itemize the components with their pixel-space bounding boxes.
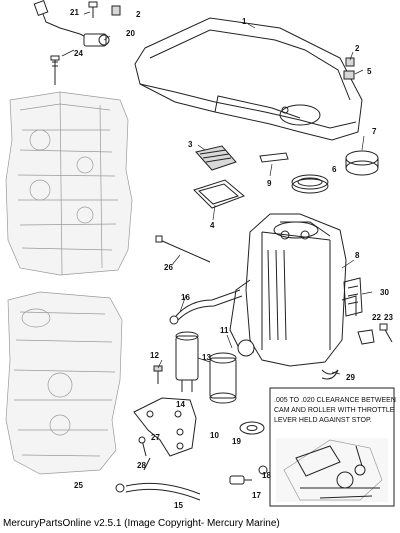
callout-23: 23	[384, 313, 393, 322]
callout-1: 1	[242, 17, 247, 26]
callout-7: 7	[372, 127, 377, 136]
strap-and-clip	[138, 436, 151, 471]
drain-hose	[115, 482, 201, 501]
long-bolt	[155, 235, 211, 263]
seal-ring	[291, 174, 329, 194]
foam-pad	[259, 152, 289, 163]
callout-15: 15	[174, 501, 183, 510]
callout-28: 28	[137, 461, 146, 470]
adapter-seal	[345, 150, 379, 176]
copyright-footer: MercuryPartsOnline v2.5.1 (Image Copyrig…	[3, 518, 280, 529]
callout-30: 30	[380, 288, 389, 297]
sensor-harness	[33, 0, 110, 85]
callout-4: 4	[210, 221, 215, 230]
gasket	[193, 179, 245, 209]
callout-21: 21	[70, 8, 79, 17]
engine-block-outline	[5, 91, 133, 276]
callout-5: 5	[367, 67, 372, 76]
callout-26: 26	[164, 263, 173, 272]
callout-14: 14	[176, 400, 185, 409]
callout-22: 22	[372, 313, 381, 322]
callout-6: 6	[332, 165, 337, 174]
small-bolt	[153, 365, 163, 384]
bracket	[343, 277, 363, 317]
clearance-note: .005 TO .020 CLEARANCE BETWEEN CAM AND R…	[274, 397, 396, 424]
exploded-parts-diagram: 1 2 2 3 4 5 6 7 8 9 10 11 12 13 14 15 16…	[5, 0, 396, 510]
throttle-body	[229, 213, 357, 367]
intake-manifold-outline	[5, 291, 123, 475]
note-line-2: CAM AND ROLLER WITH THROTTLE	[274, 407, 395, 414]
callout-labels: 1 2 2 3 4 5 6 7 8 9 10 11 12 13 14 15 16…	[70, 8, 393, 510]
callout-2-top: 2	[136, 10, 141, 19]
leader-lines	[61, 11, 373, 375]
grommet-top	[111, 5, 355, 80]
filter-element	[195, 145, 237, 171]
air-silencer-cover	[134, 17, 363, 141]
pump-sleeve	[209, 352, 237, 404]
callout-27: 27	[151, 433, 160, 442]
callout-13: 13	[202, 353, 211, 362]
callout-3: 3	[188, 140, 193, 149]
callout-25: 25	[74, 481, 83, 490]
callout-8: 8	[355, 251, 360, 260]
clip-and-screw	[357, 323, 393, 345]
mounting-bracket	[133, 397, 197, 457]
callout-9: 9	[267, 179, 272, 188]
callout-11: 11	[220, 326, 229, 335]
isolator-grommet	[239, 421, 265, 435]
clearance-detail-inset	[269, 387, 395, 507]
fuel-hose	[169, 289, 243, 325]
note-line-3: LEVER HELD AGAINST STOP.	[274, 417, 372, 424]
callout-16: 16	[181, 293, 190, 302]
note-line-1: .005 TO .020 CLEARANCE BETWEEN	[274, 397, 396, 404]
callout-18: 18	[262, 471, 271, 480]
fuel-pump	[175, 331, 199, 392]
hose-fitting	[229, 465, 268, 485]
callout-2-right: 2	[355, 44, 360, 53]
callout-12: 12	[150, 351, 159, 360]
hose-clamp	[321, 369, 339, 380]
callout-17: 17	[252, 491, 261, 500]
callout-10: 10	[210, 431, 219, 440]
callout-24: 24	[74, 49, 83, 58]
callout-19: 19	[232, 437, 241, 446]
callout-20: 20	[126, 29, 135, 38]
callout-29: 29	[346, 373, 355, 382]
